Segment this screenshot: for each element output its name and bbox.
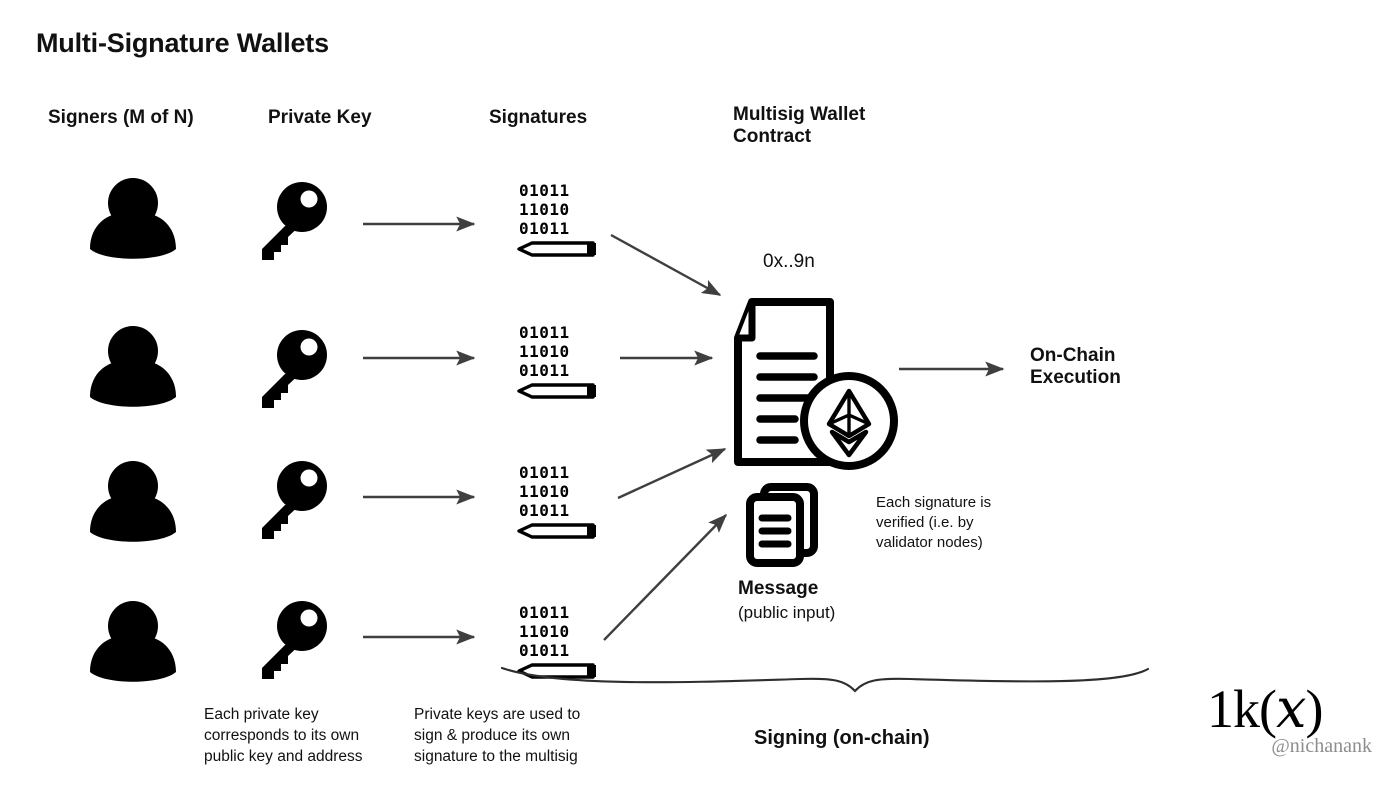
- page-title: Multi-Signature Wallets: [36, 28, 329, 58]
- onchain-execution-label: On-Chain Execution: [1030, 345, 1121, 390]
- signature-bits-line: 01011: [519, 360, 570, 380]
- watermark-handle: @nichanank: [1271, 735, 1372, 757]
- onchain-execution-line1: On-Chain: [1030, 345, 1116, 366]
- private-key-caption: Each private key corresponds to its own …: [204, 705, 363, 767]
- column-header-contract-line1: Multisig Wallet: [733, 104, 866, 125]
- signature-bits-line: 11010: [519, 199, 570, 219]
- private-key-icon-1: [262, 182, 327, 260]
- column-header-signatures: Signatures: [489, 107, 588, 128]
- arrow-signature-to-message-4: [603, 513, 728, 641]
- private-key-caption-line3: public key and address: [204, 747, 363, 765]
- verification-note-line3: validator nodes): [876, 533, 983, 551]
- arrow-signature-to-contract-1: [610, 233, 722, 297]
- contract-address-label: 0x..9n: [763, 251, 815, 272]
- signature-caption: Private keys are used to sign & produce …: [414, 705, 580, 767]
- signature-caption-line1: Private keys are used to: [414, 706, 581, 723]
- curly-brace-icon: [500, 666, 1150, 693]
- signature-bits-line: 11010: [519, 621, 570, 641]
- verification-note: Each signature is verified (i.e. by vali…: [876, 493, 991, 552]
- signature-bits-line: 01011: [519, 500, 570, 520]
- signature-bits-line: 11010: [519, 481, 570, 501]
- signature-block-2: 01011 11010 01011: [519, 323, 619, 381]
- signature-bits-line: 01011: [519, 463, 570, 482]
- pen-underline-icon-1: [517, 241, 598, 257]
- watermark-logo: 1k(x) @nichanank: [1207, 679, 1372, 757]
- message-title: Message: [738, 578, 819, 599]
- signer-avatar-2: [90, 326, 176, 407]
- column-header-private-key: Private Key: [268, 107, 372, 128]
- private-key-caption-line2: corresponds to its own: [204, 726, 360, 744]
- signer-avatar-4: [90, 601, 176, 682]
- message-subtitle: (public input): [738, 603, 836, 622]
- watermark-logo-text: 1k(x): [1207, 679, 1372, 739]
- watermark-logo-suffix: ): [1305, 679, 1323, 739]
- pen-underline-icon-2: [517, 383, 598, 399]
- arrow-signature-to-contract-3: [617, 447, 727, 500]
- signature-block-1: 01011 11010 01011: [519, 181, 619, 239]
- private-key-caption-line1: Each private key: [204, 706, 319, 723]
- signature-caption-line2: sign & produce its own: [414, 726, 570, 744]
- watermark-logo-prefix: 1k(: [1207, 679, 1277, 739]
- column-header-contract: Multisig Wallet Contract: [733, 104, 865, 149]
- watermark-logo-variable: x: [1275, 677, 1306, 740]
- signature-caption-line3: signature to the multisig: [414, 747, 578, 765]
- signer-avatar-1: [90, 178, 176, 259]
- signing-onchain-label: Signing (on-chain): [754, 727, 930, 749]
- verification-note-line1: Each signature is: [876, 494, 992, 511]
- signature-bits-line: 01011: [519, 323, 570, 342]
- signature-block-3: 01011 11010 01011: [519, 463, 619, 521]
- message-documents-stack-icon: [750, 487, 814, 563]
- signature-bits-line: 01011: [519, 218, 570, 238]
- signature-bits-line: 01011: [519, 181, 570, 200]
- onchain-execution-line2: Execution: [1030, 367, 1121, 389]
- signature-bits-line: 01011: [519, 640, 570, 660]
- signature-bits-line: 01011: [519, 603, 570, 622]
- signature-bits-line: 11010: [519, 341, 570, 361]
- pen-underline-icon-3: [517, 523, 598, 539]
- signature-block-4: 01011 11010 01011: [519, 603, 619, 661]
- verification-note-line2: verified (i.e. by: [876, 513, 974, 531]
- column-header-signers: Signers (M of N): [48, 107, 194, 128]
- private-key-icon-3: [262, 461, 327, 539]
- column-header-contract-line2: Contract: [733, 126, 812, 148]
- signer-avatar-3: [90, 461, 176, 542]
- private-key-icon-4: [262, 601, 327, 679]
- ethereum-icon: [804, 376, 894, 466]
- private-key-icon-2: [262, 330, 327, 408]
